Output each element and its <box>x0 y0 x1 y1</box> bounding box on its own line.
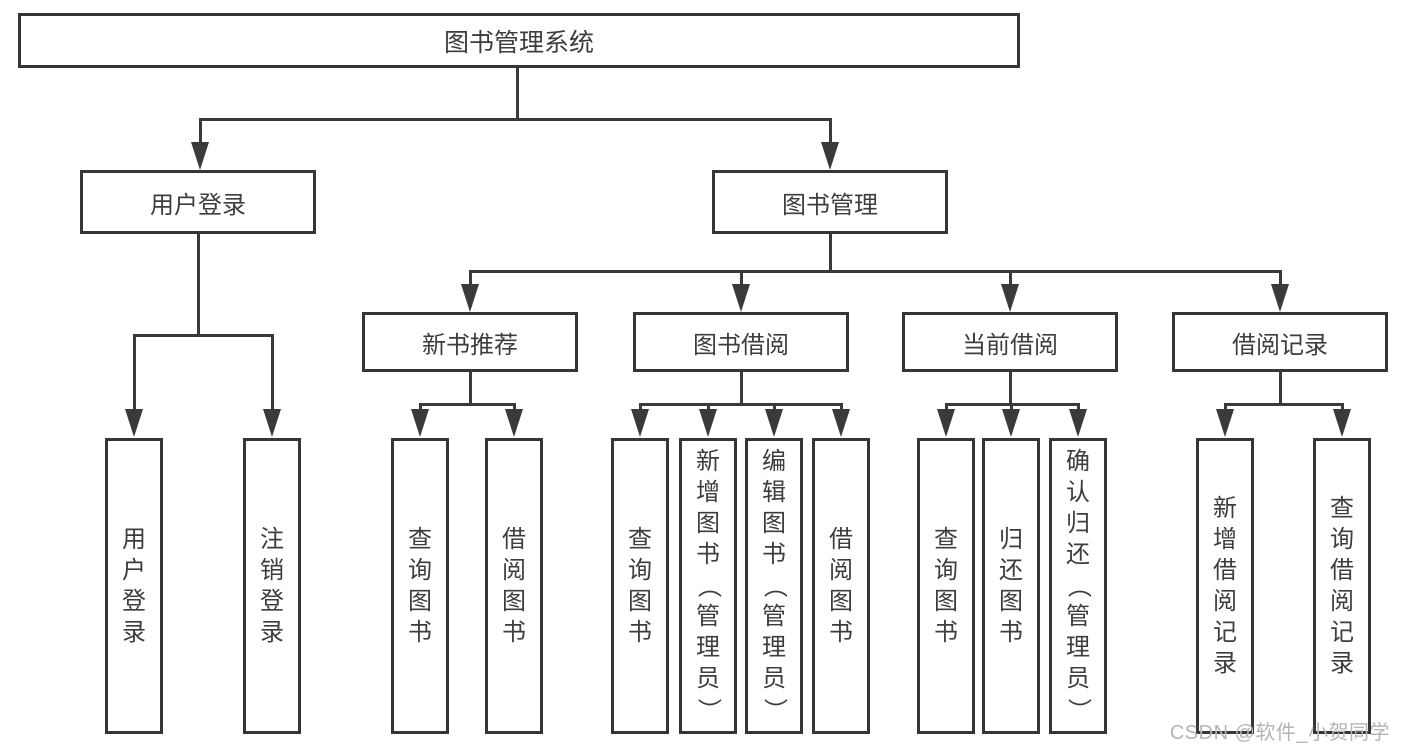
node-label: 借阅图书 <box>502 525 526 646</box>
node-query-books-recommend: 查询图书 <box>391 438 449 734</box>
connector-line <box>944 403 948 412</box>
watermark-text: CSDN @软件_小贺同学 <box>1169 722 1390 744</box>
connector-line <box>828 234 832 273</box>
node-add-borrow-record: 新增借阅记录 <box>1196 438 1254 734</box>
node-query-borrow-record: 查询借阅记录 <box>1313 438 1371 734</box>
node-system-root: 图书管理系统 <box>18 13 1020 68</box>
connector-line <box>515 68 519 120</box>
node-label: 查询图书 <box>934 525 958 646</box>
node-borrow-books: 借阅图书 <box>812 438 870 734</box>
arrow-down <box>699 409 717 437</box>
node-label: 新书推荐 <box>422 331 518 359</box>
arrow-down <box>1002 409 1020 437</box>
arrow-down <box>191 142 209 170</box>
arrow-down <box>937 409 955 437</box>
connector-line <box>828 118 832 145</box>
node-borrow-records: 借阅记录 <box>1172 312 1388 372</box>
arrow-down <box>1069 409 1087 437</box>
node-label: 图书借阅 <box>693 331 789 359</box>
connector-line <box>1076 403 1080 412</box>
node-user-login: 用户登录 <box>105 438 163 734</box>
connector-line <box>132 334 136 412</box>
connector-line <box>638 403 843 406</box>
arrow-down <box>125 409 143 437</box>
node-label: 借阅图书 <box>829 525 853 646</box>
arrow-down <box>461 284 479 312</box>
node-query-books-current: 查询图书 <box>917 438 975 734</box>
connector-line <box>198 118 202 145</box>
connector-line <box>1008 371 1012 406</box>
connector-line <box>739 270 743 287</box>
connector-line <box>270 334 274 412</box>
node-current-borrow: 当前借阅 <box>902 312 1118 372</box>
arrow-down <box>1271 284 1289 312</box>
arrow-down <box>505 409 523 437</box>
arrow-down <box>411 409 429 437</box>
connector-line <box>468 270 1282 273</box>
node-confirm-return-admin: 确认归还（管理员） <box>1049 438 1107 734</box>
node-label: 查询图书 <box>408 525 432 646</box>
connector-line <box>839 403 843 412</box>
connector-line <box>739 371 743 406</box>
node-label: 图书管理 <box>782 191 878 219</box>
arrow-down <box>631 409 649 437</box>
connector-line <box>1009 403 1013 412</box>
connector-line <box>512 403 516 412</box>
node-label: 查询借阅记录 <box>1330 494 1354 677</box>
node-book-borrow: 图书借阅 <box>633 312 849 372</box>
connector-line <box>418 403 516 406</box>
node-label: 查询图书 <box>628 525 652 646</box>
node-label: 编辑图书（管理员） <box>761 448 788 723</box>
connector-line <box>468 270 472 287</box>
node-label: 用户登录 <box>150 191 246 219</box>
node-label: 借阅记录 <box>1232 331 1328 359</box>
connector-line <box>1223 403 1227 412</box>
arrow-down <box>1216 409 1234 437</box>
node-label: 图书管理系统 <box>443 28 594 57</box>
node-label: 用户登录 <box>122 525 146 646</box>
node-user-login-branch: 用户登录 <box>80 170 316 234</box>
arrow-down <box>1333 409 1351 437</box>
node-return-books: 归还图书 <box>982 438 1040 734</box>
connector-line <box>706 403 710 412</box>
connector-line <box>772 403 776 412</box>
node-new-book-recommend: 新书推荐 <box>362 312 578 372</box>
connector-line <box>1223 403 1344 406</box>
node-label: 确认归还（管理员） <box>1065 448 1092 723</box>
arrow-down <box>1001 284 1019 312</box>
node-label: 归还图书 <box>999 525 1023 646</box>
connector-line <box>132 334 274 337</box>
connector-line <box>418 403 422 412</box>
connector-line <box>1278 270 1282 287</box>
arrow-down <box>832 409 850 437</box>
node-borrow-books-recommend: 借阅图书 <box>485 438 543 734</box>
connector-line <box>1340 403 1344 412</box>
connector-line <box>198 118 832 121</box>
arrow-down <box>765 409 783 437</box>
node-edit-books-admin: 编辑图书（管理员） <box>745 438 803 734</box>
connector-line <box>1278 371 1282 406</box>
arrow-down <box>821 142 839 170</box>
node-label: 注销登录 <box>260 525 284 646</box>
connector-line <box>196 234 200 337</box>
node-logout-login: 注销登录 <box>243 438 301 734</box>
node-label: 当前借阅 <box>962 331 1058 359</box>
connector-line <box>468 371 472 406</box>
node-book-management: 图书管理 <box>712 170 948 234</box>
node-add-books-admin: 新增图书（管理员） <box>679 438 737 734</box>
node-label: 新增图书（管理员） <box>695 448 722 723</box>
node-query-books-borrow: 查询图书 <box>611 438 669 734</box>
arrow-down <box>263 409 281 437</box>
node-label: 新增借阅记录 <box>1213 494 1237 677</box>
connector-line <box>1008 270 1012 287</box>
arrow-down <box>732 284 750 312</box>
connector-line <box>638 403 642 412</box>
